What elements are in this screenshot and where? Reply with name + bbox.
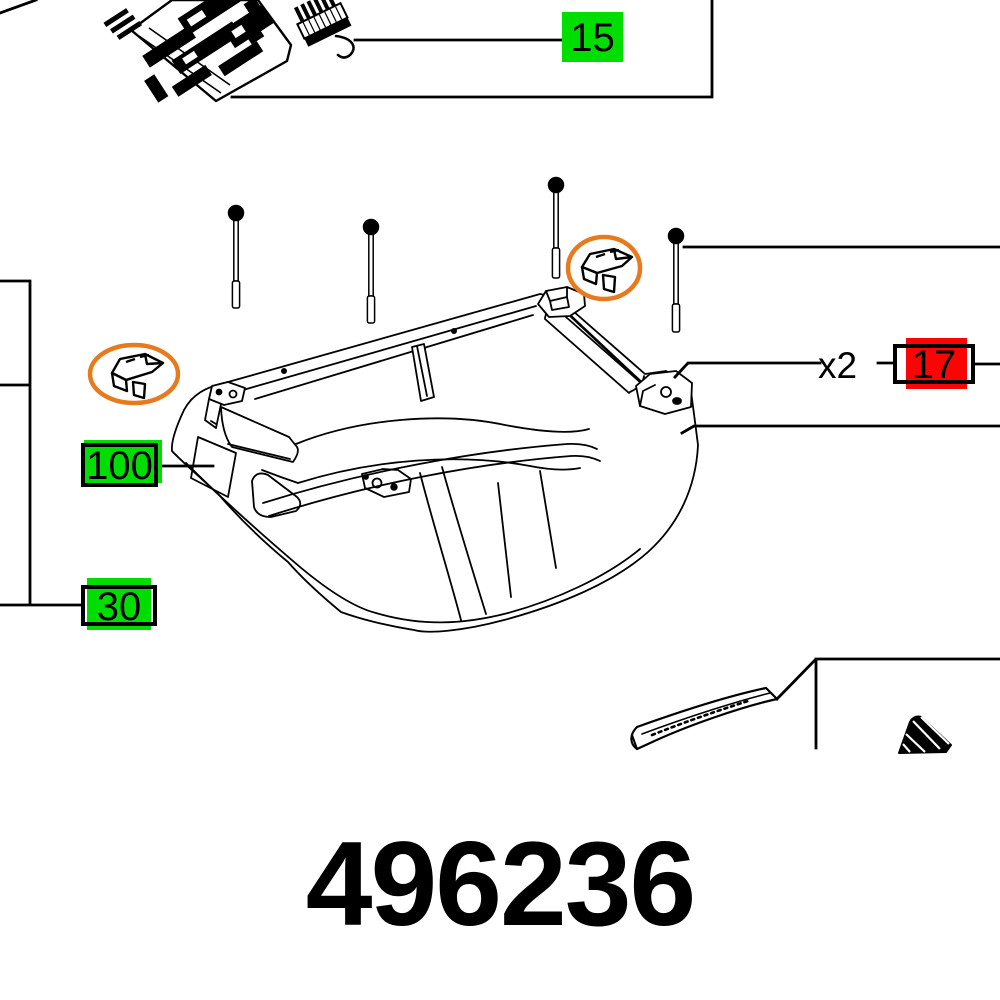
screw-1	[227, 204, 245, 309]
leader-strip	[775, 657, 1000, 750]
callout-100-box[interactable]: 100	[81, 443, 158, 487]
selection-circle-right	[565, 234, 643, 302]
callout-30-label: 30	[96, 584, 142, 629]
cover-strip-drawing	[630, 686, 779, 751]
screw-4	[667, 227, 685, 333]
housing-cover-drawing	[171, 286, 699, 633]
leader-pcb-bracket	[230, 0, 714, 99]
corner-part-drawing	[898, 715, 952, 754]
callout-30-box[interactable]: 30	[81, 584, 157, 629]
selection-circle-left	[87, 342, 181, 406]
callout-15-label: 15	[570, 16, 615, 60]
screw-2	[362, 218, 380, 324]
leader-housing-right	[680, 424, 1000, 435]
clip-right-drawing[interactable]	[580, 247, 634, 294]
quantity-label-x2: x2	[818, 345, 858, 386]
callout-100-highlight	[84, 440, 162, 483]
leader-top-left-corner	[0, 0, 38, 15]
callout-17-box[interactable]: 17	[893, 343, 975, 387]
callout-17-label: 17	[911, 343, 957, 387]
part-number: 496236	[305, 817, 696, 951]
connector-drawing	[293, 0, 355, 59]
clip-left-drawing[interactable]	[110, 352, 165, 400]
leader-callout-17-left	[673, 361, 822, 379]
leader-left-bracket	[0, 279, 82, 607]
screw-drawings	[227, 176, 685, 333]
callout-100-label: 100	[86, 444, 153, 488]
circuit-board-drawing	[103, 0, 293, 103]
callout-15-box[interactable]: 15	[562, 12, 623, 62]
leader-lines	[0, 0, 1000, 750]
screw-3	[547, 176, 565, 279]
